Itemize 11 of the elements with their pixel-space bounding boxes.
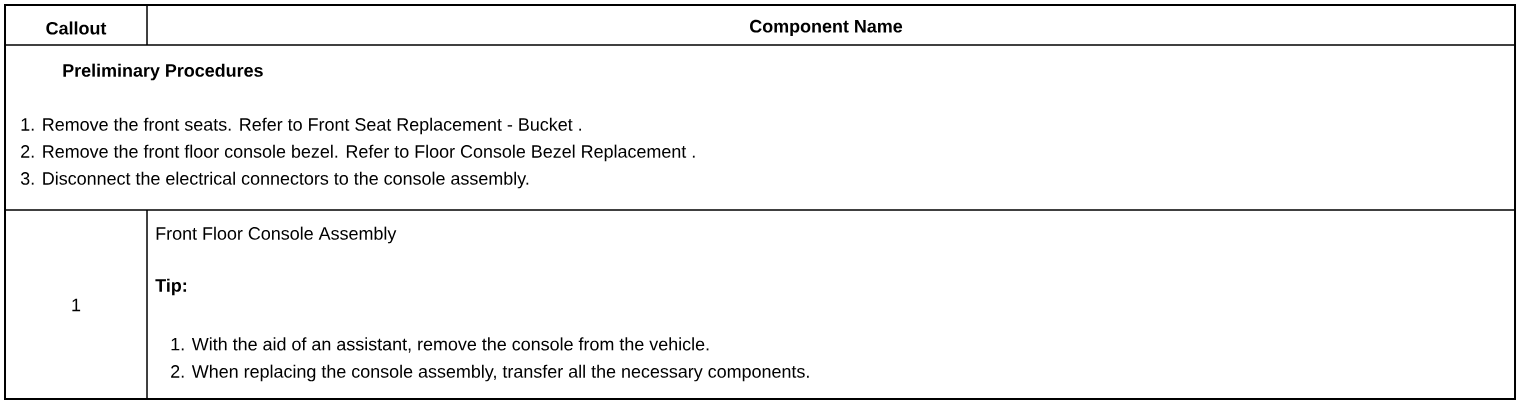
component-name: Front Floor Console Assembly [156,226,397,244]
procedure-step: 3. Disconnect the electrical connectors to the console assembly. [20,171,529,189]
procedure-step: 1. Remove the front seats. Refer to Front Seat Replacement - Bucket . [21,117,581,135]
tip-step: 1. With the aid of an assistant, remove the console from the vehicle. [171,337,709,353]
section-heading: Preliminary Procedures [63,63,263,81]
column-header: Callout [46,21,107,35]
tip-heading: Tip: [155,278,187,296]
callout-number: 1 [72,298,81,312]
procedure-step: 2. Remove the front floor console bezel. Refer to Floor Console Bezel Replacement . [21,144,695,162]
column-header: Component Name [750,19,903,37]
tip-step: 2. When replacing the console assembly, transfer all the necessary components. [171,364,809,382]
